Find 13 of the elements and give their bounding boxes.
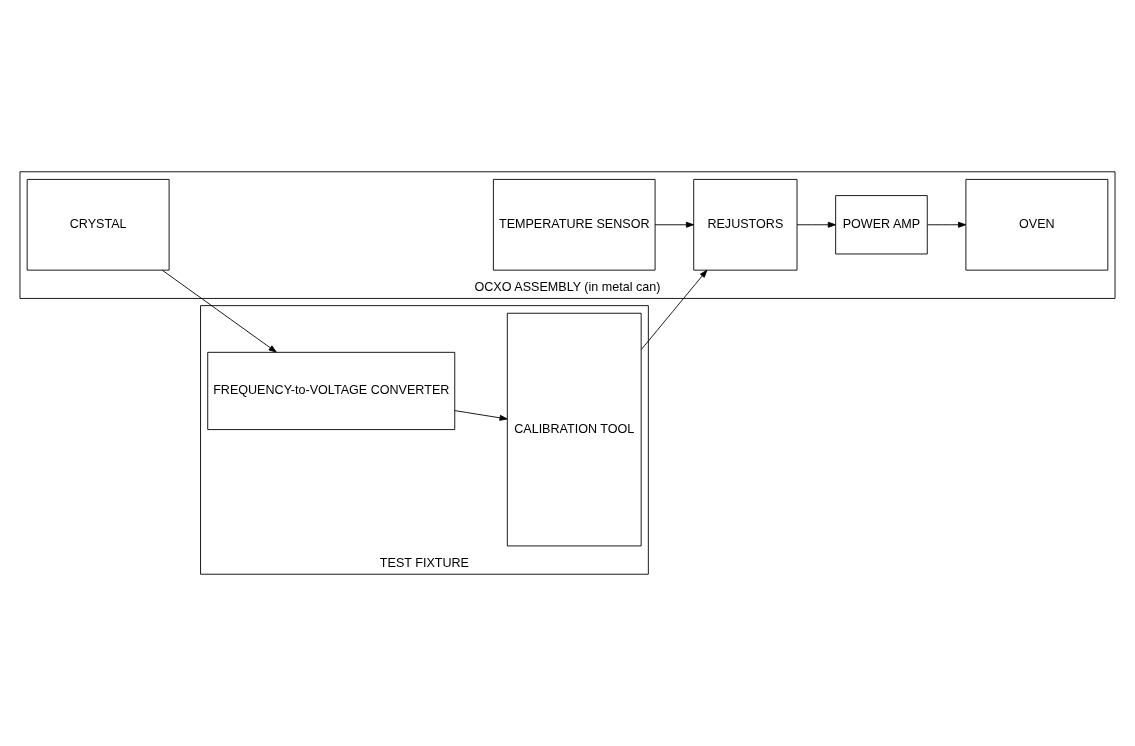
arrow	[927, 221, 967, 228]
arrow	[654, 221, 695, 228]
node-box: OVEN	[965, 178, 1109, 271]
node-box: CRYSTAL	[26, 178, 170, 271]
arrow	[640, 269, 708, 350]
node-box: POWER AMP	[835, 195, 928, 255]
arrow	[796, 221, 836, 228]
node-box: TEMPERATURE SENSOR	[492, 178, 656, 271]
arrow	[454, 410, 508, 421]
arrow	[161, 269, 277, 353]
node-box: CALIBRATION TOOL	[506, 312, 642, 547]
node-box: REJUSTORS	[693, 178, 798, 271]
node-box: FREQUENCY-to-VOLTAGE CONVERTER	[207, 351, 456, 431]
